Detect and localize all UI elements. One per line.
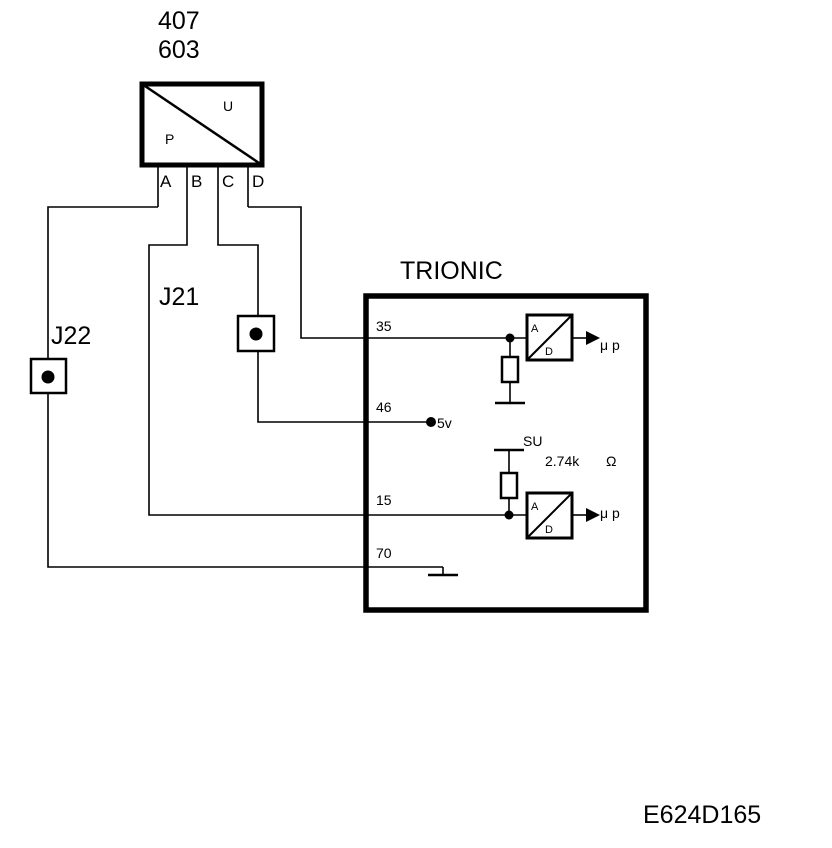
wire-a-upper bbox=[47, 206, 158, 359]
connector-j21-pin bbox=[249, 327, 263, 341]
resistor-35 bbox=[500, 355, 520, 384]
su-label: SU bbox=[523, 433, 542, 449]
adc-2-arrow-icon bbox=[586, 508, 600, 522]
ecu-pin-35: 35 bbox=[376, 318, 392, 334]
sensor-pin-d: D bbox=[252, 172, 264, 191]
adc-1-out-letter: D bbox=[545, 346, 553, 358]
adc-2-out-letter: D bbox=[545, 524, 553, 536]
sensor-output-letter: U bbox=[223, 98, 233, 114]
part-number-2: 603 bbox=[158, 36, 200, 64]
mu-p-label-2: μ p bbox=[600, 505, 620, 521]
wire-b bbox=[148, 190, 366, 516]
ecu-title: TRIONIC bbox=[400, 257, 503, 285]
ecu-pin-15: 15 bbox=[376, 492, 392, 508]
ecu-pin-70: 70 bbox=[376, 545, 392, 561]
adc-1-in-letter: A bbox=[531, 323, 539, 335]
sensor-pin-a: A bbox=[160, 172, 172, 191]
sensor-diagonal bbox=[141, 82, 263, 167]
wire-a-lower bbox=[47, 393, 366, 568]
wire-c-lower bbox=[257, 351, 366, 423]
sensor-pin-c: C bbox=[222, 172, 234, 191]
supply-label: 5v bbox=[437, 415, 452, 431]
junction-15 bbox=[504, 510, 514, 520]
figure-code: E624D165 bbox=[643, 801, 761, 829]
adc-converter-2: A D bbox=[525, 491, 574, 540]
adc-1-arrow-icon bbox=[586, 331, 600, 345]
resistance-value: 2.74k bbox=[545, 453, 580, 469]
ecu-box bbox=[363, 293, 649, 613]
ecu-pin-46: 46 bbox=[376, 399, 392, 415]
adc-converter-1: A D bbox=[525, 313, 574, 362]
wire-d bbox=[248, 206, 366, 339]
adc-1-diagonal bbox=[526, 314, 573, 361]
connector-j21-label: J21 bbox=[159, 283, 199, 311]
wire-c-upper bbox=[217, 190, 259, 316]
connector-j22 bbox=[29, 357, 68, 395]
connector-j21 bbox=[236, 314, 276, 353]
resistor-15 bbox=[499, 471, 519, 500]
sensor-pin-b: B bbox=[191, 172, 202, 191]
supply-node bbox=[426, 417, 436, 427]
adc-2-in-letter: A bbox=[531, 501, 539, 513]
connector-j22-pin bbox=[41, 370, 55, 384]
adc-2-diagonal bbox=[526, 492, 573, 539]
mu-p-label-1: μ p bbox=[600, 337, 620, 353]
pressure-sensor: U P bbox=[139, 81, 265, 168]
part-number-1: 407 bbox=[158, 7, 200, 35]
ohm-symbol: Ω bbox=[606, 453, 616, 469]
sensor-input-letter: P bbox=[165, 131, 174, 147]
connector-j22-label: J22 bbox=[51, 322, 91, 350]
